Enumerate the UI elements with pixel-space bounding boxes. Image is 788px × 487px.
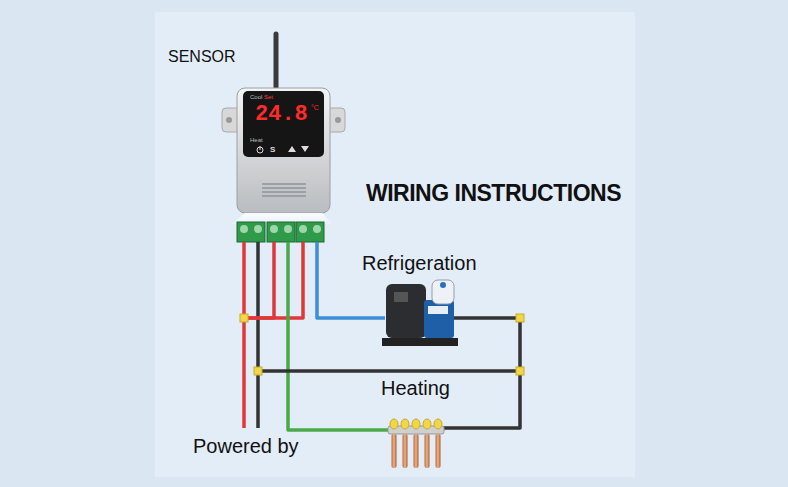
power-label: Powered by [193,435,299,458]
compressor [382,280,458,346]
mount-hole [226,117,232,123]
heating-element [388,419,444,468]
sensor-antenna [274,34,279,92]
diagram-title: WIRING INSTRUCTIONS [366,180,621,206]
temperature-readout: 24.8 [255,102,308,127]
heater-rod [414,434,419,468]
display-bezel [243,91,324,157]
sensor-label: SENSOR [168,48,236,66]
power-icon [257,147,263,153]
heater-rod [436,434,441,468]
mode-label: Heat [250,137,263,144]
mode-label: Set [264,94,273,101]
heater-rod [403,434,408,468]
vent-grille [262,184,306,196]
heater-rod [425,434,430,468]
heater-cap [423,419,431,429]
background-panel [155,12,635,477]
up-button [288,146,296,152]
power-icon [260,146,261,150]
part-label: Heating [381,377,450,400]
heater-rod [392,434,397,468]
terminal-block [237,222,324,242]
set-button: S [270,145,275,154]
controller-body [237,88,330,213]
mode-label: Cool [250,94,262,101]
unit-label: °C [311,104,319,112]
heater-cap [434,419,442,429]
part-label: Refrigeration [362,252,477,275]
wire-connector [240,314,524,375]
heater-cap [401,419,409,429]
mount-hole [335,117,341,123]
heater-cap [390,419,398,429]
wires [244,242,520,430]
down-button [301,146,309,152]
heater-cap [412,419,420,429]
